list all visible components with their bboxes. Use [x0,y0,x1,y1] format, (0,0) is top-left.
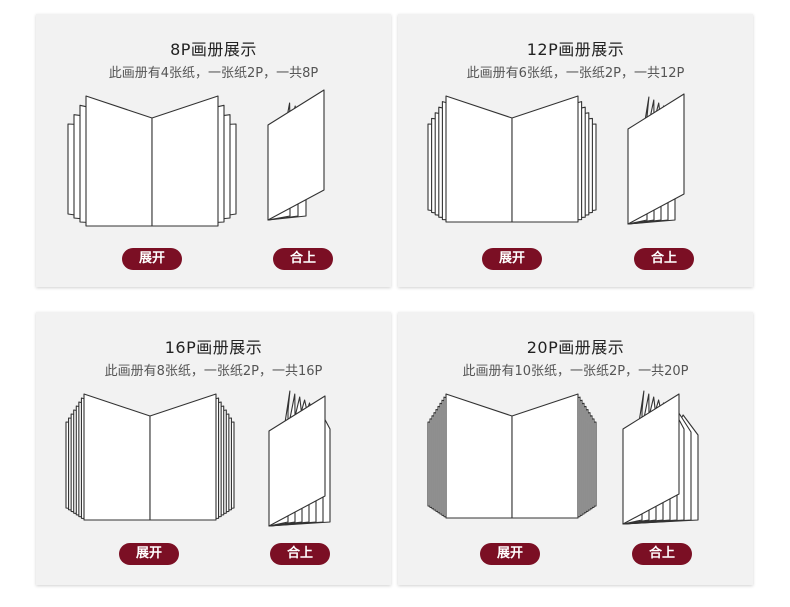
open-button[interactable]: 展开 [119,543,179,565]
book-page-left [446,394,512,518]
open-button[interactable]: 展开 [480,543,540,565]
card-8p: 8P画册展示 此画册有4张纸，一张纸2P，一共8P 展开 合上 [36,14,391,287]
book-page-right [512,96,578,222]
card-20p: 20P画册展示 此画册有10张纸，一张纸2P，一共20P 展开 合上 [398,312,753,585]
booklet-illustration [398,312,753,585]
card-16p: 16P画册展示 此画册有8张纸，一张纸2P，一共16P 展开 合上 [36,312,391,585]
open-button[interactable]: 展开 [482,248,542,270]
close-button[interactable]: 合上 [632,543,692,565]
card-12p: 12P画册展示 此画册有6张纸，一张纸2P，一共12P 展开 合上 [398,14,753,287]
book-page-right [150,394,216,520]
booklet-illustration [36,14,391,287]
close-button[interactable]: 合上 [270,543,330,565]
open-button[interactable]: 展开 [122,248,182,270]
close-button[interactable]: 合上 [273,248,333,270]
booklet-illustration [36,312,391,585]
book-page-left [446,96,512,222]
book-page-right [512,394,578,518]
book-page-left [86,96,152,226]
close-button[interactable]: 合上 [634,248,694,270]
booklet-illustration [398,14,753,287]
book-cover-front [628,94,684,224]
book-page-left [84,394,150,520]
book-cover-front [268,90,324,220]
book-page-right [152,96,218,226]
